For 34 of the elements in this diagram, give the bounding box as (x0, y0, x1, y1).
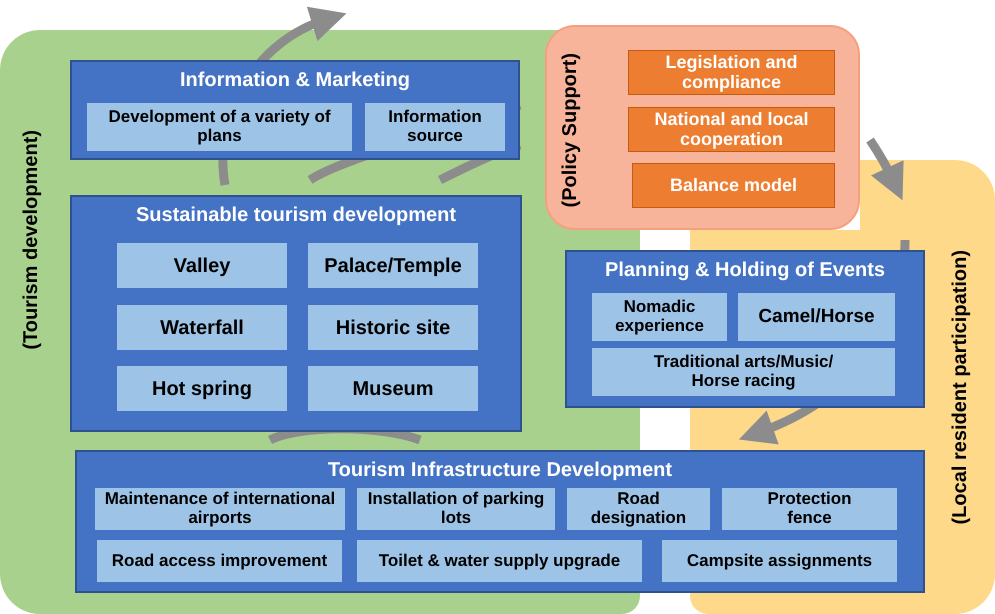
region-background (925, 160, 995, 614)
topic-tile: Information source (365, 103, 505, 151)
section-panel (75, 450, 925, 593)
topic-tile: Development of a variety of plans (87, 103, 352, 151)
policy-tile: Legislation and compliance (628, 50, 835, 95)
topic-tile: Hot spring (117, 366, 287, 411)
region-label: (Tourism development) (20, 130, 43, 350)
policy-tile: Balance model (632, 163, 835, 208)
region-label: (Local resident participation) (948, 250, 972, 524)
section-title: Information & Marketing (180, 69, 410, 92)
section-title: Tourism Infrastructure Development (328, 459, 672, 482)
topic-tile: Traditional arts/Music/ Horse racing (592, 348, 895, 396)
topic-tile: Campsite assignments (662, 540, 897, 582)
region-label: (Policy Support) (559, 52, 582, 207)
topic-tile: Protection fence (722, 488, 897, 530)
section-panel (70, 195, 522, 432)
topic-tile: Nomadic experience (592, 293, 727, 341)
section-panel (70, 60, 520, 160)
policy-tile: National and local cooperation (628, 107, 835, 152)
topic-tile: Museum (308, 366, 478, 411)
region-panel (545, 25, 860, 230)
topic-tile: Historic site (308, 305, 478, 350)
topic-tile: Waterfall (117, 305, 287, 350)
topic-tile: Valley (117, 243, 287, 288)
section-title: Planning & Holding of Events (605, 259, 885, 282)
topic-tile: Toilet & water supply upgrade (357, 540, 642, 582)
topic-tile: Installation of parking lots (357, 488, 555, 530)
topic-tile: Palace/Temple (308, 243, 478, 288)
section-panel (565, 250, 925, 408)
topic-tile: Maintenance of international airports (95, 488, 345, 530)
topic-tile: Road designation (567, 488, 710, 530)
section-title: Sustainable tourism development (136, 204, 456, 227)
topic-tile: Road access improvement (97, 540, 342, 582)
topic-tile: Camel/Horse (738, 293, 895, 341)
